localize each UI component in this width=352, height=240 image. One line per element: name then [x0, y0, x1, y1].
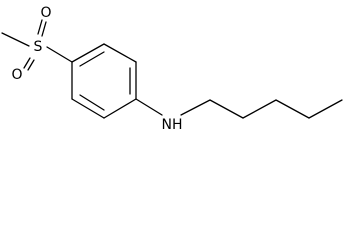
bond-sulfur-oxygen-bottom-b — [27, 59, 35, 71]
ring-bond-5 — [71, 98, 105, 119]
ring-bond-1 — [71, 43, 105, 63]
bond-sulfur-oxygen-top-a — [37, 19, 43, 35]
atom-label-oxygen-bottom: O — [11, 67, 22, 83]
chain-bond-4 — [275, 99, 310, 119]
atom-label-sulfur: S — [34, 39, 43, 55]
ring-inner-bond-1 — [79, 51, 105, 67]
ring-bond-2 — [103, 43, 137, 63]
bond-methyl-sulfur — [1, 32, 30, 47]
chain-bond-5 — [308, 99, 343, 119]
bond-ring-amine — [135, 98, 163, 116]
chain-bond-1 — [180, 99, 211, 116]
atom-label-oxygen-top: O — [40, 5, 51, 21]
ring-inner-bond-3 — [79, 94, 105, 111]
bond-sulfur-oxygen-bottom-a — [23, 57, 31, 69]
chain-bond-2 — [209, 99, 244, 119]
chain-bond-3 — [242, 99, 277, 119]
molecule-structure: S O O NH — [1, 5, 343, 133]
bond-sulfur-ring — [46, 46, 73, 63]
structure-canvas: S O O NH — [1, 5, 343, 133]
ring-bond-4 — [103, 98, 137, 119]
atom-label-amine: NH — [162, 117, 183, 133]
bond-sulfur-oxygen-top-b — [41, 21, 47, 37]
